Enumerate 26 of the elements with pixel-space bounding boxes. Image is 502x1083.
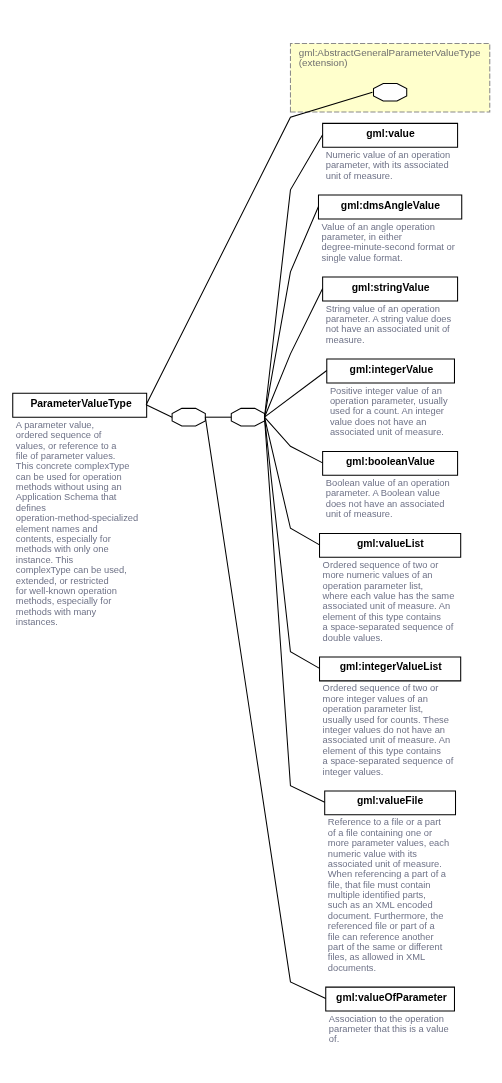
connector — [264, 369, 328, 418]
connector — [264, 205, 319, 418]
connector — [204, 416, 232, 418]
cluster: gml:AbstractGeneralParameterValueType (extension) — [289, 42, 491, 113]
node-label: String value of an operation parameter. A string value does not have an associated unit of measure. — [325, 303, 452, 345]
node-label: Reference to a file or a part of a file containing one or more parameter values, each numeric value with its associated unit of measure. When referencing a part of a file, that file must contain multiple identified parts, such as an XML encoded document. Furthermore, the referenced file or part of a file can reference another part of the same or different files, as allowed in XML documents. — [327, 817, 450, 973]
connector — [264, 416, 321, 546]
connector — [204, 416, 327, 1000]
node-label: Ordered sequence of two or more integer values of an operation parameter list, usually used for counts. These integer values do not have an associated unit of measure. An element of this type contains a space-separated sequence of integer values. — [322, 683, 454, 777]
connector — [264, 134, 324, 418]
node-label: Numeric value of an operation parameter, with its associated unit of measure. — [325, 149, 451, 181]
connector — [264, 416, 326, 803]
node-octagon — [373, 82, 408, 102]
node-label: Value of an angle operation parameter, in either degree-minute-second format or single value format. — [321, 221, 455, 263]
connector — [145, 404, 173, 418]
node-octagon — [171, 407, 206, 427]
node-label: Boolean value of an operation parameter. A Boolean value does not have an associated unit of measure. — [325, 477, 450, 520]
connector — [264, 416, 324, 464]
connector — [264, 287, 324, 418]
connector — [264, 416, 321, 669]
node-label: Association to the operation parameter that this is a value of. — [328, 1013, 449, 1045]
node-label: Ordered sequence of two or more numeric values of an operation parameter list, where each value has the same associated unit of measure. An element of this type contains a space-separated sequence of double values. — [322, 559, 455, 643]
node-label: A parameter value, ordered sequence of values, or reference to a file of parameter values. This concrete complexType can be used for operation methods without using an Application Schema that defines operation-method-specialized element names and contents, especially for methods with only one instance. This complexType can be used, extended, or restricted for well-known operation methods, especially for methods with many instances. — [15, 419, 139, 628]
node-octagon — [230, 407, 265, 427]
connector — [145, 91, 373, 406]
node-label: Positive integer value of an operation parameter, usually used for a count. An integer value does not have an associated unit of measure. — [329, 385, 448, 438]
